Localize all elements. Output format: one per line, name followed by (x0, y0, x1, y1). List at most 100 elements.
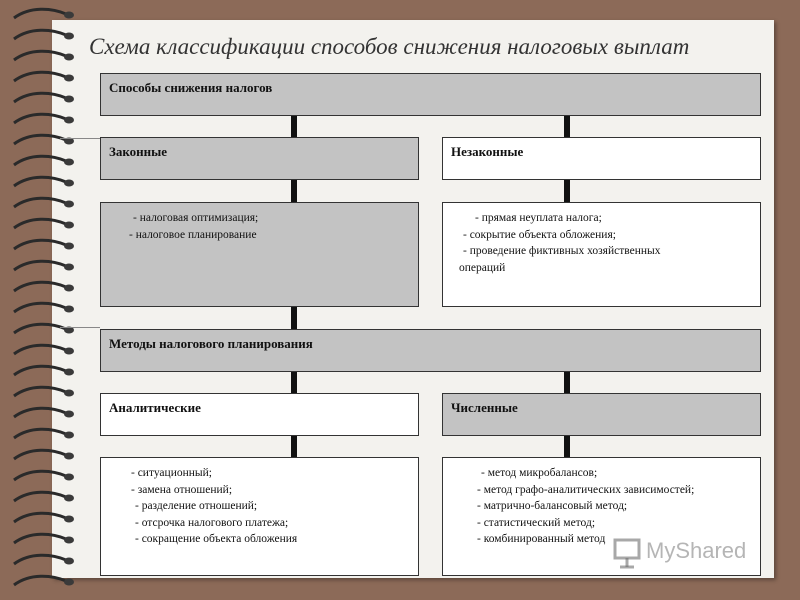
box-label: Способы снижения налогов (109, 80, 273, 95)
connector-methods-numeric (564, 372, 570, 393)
list-item: - комбинированный метод (477, 533, 606, 545)
spiral-ring (13, 112, 67, 125)
binding-hole (64, 326, 74, 334)
diagram-title: Схема классификации способов снижения на… (89, 34, 690, 59)
binding-hole (64, 200, 74, 208)
list-item: - сокращение объекта обложения (135, 533, 298, 545)
list-item: операций (459, 261, 506, 274)
spiral-ring (13, 217, 67, 230)
connector-illegal-list (564, 180, 570, 202)
list-item: - статистический метод; (477, 516, 596, 529)
box-analytic: Аналитические (100, 393, 419, 436)
spiral-ring (13, 385, 67, 398)
binding-hole (64, 116, 74, 124)
connector-analytic-list (291, 436, 297, 457)
binding-hole (64, 242, 74, 250)
binding-hole (64, 305, 74, 313)
binding-hole (64, 536, 74, 544)
box-label: Незаконные (451, 144, 524, 159)
spiral-ring (13, 553, 67, 566)
list-item: - ситуационный; (131, 467, 212, 479)
binding-hole (64, 74, 74, 82)
box-label: Аналитические (109, 400, 201, 415)
binding-hole (64, 410, 74, 418)
box-tax-reduction-methods: Способы снижения налогов (100, 73, 761, 116)
spiral-ring (13, 364, 67, 377)
binding-hole (64, 494, 74, 502)
binding-hole (64, 53, 74, 61)
spiral-ring (13, 448, 67, 461)
list-item: - метод микробалансов; (481, 467, 598, 479)
box-numeric: Численные (442, 393, 761, 436)
spiral-ring (13, 280, 67, 293)
binding-hole (64, 557, 74, 565)
box-illegal-list: - прямая неуплата налога; - сокрытие объ… (442, 202, 761, 307)
connector-top-legal (291, 116, 297, 137)
binding-hole (64, 515, 74, 523)
connector-methods-analytic (291, 372, 297, 393)
box-tax-planning-methods: Методы налогового планирования (100, 329, 761, 372)
binding-hole (64, 284, 74, 292)
spiral-ring (13, 343, 67, 356)
box-label: Методы налогового планирования (109, 336, 313, 351)
spiral-ring (13, 133, 67, 146)
spiral-ring (13, 175, 67, 188)
binding-hole (64, 473, 74, 481)
list-item: - матрично-балансовый метод; (477, 500, 628, 512)
binding-hole (64, 578, 74, 586)
list-item: - сокрытие объекта обложения; (463, 228, 616, 241)
binding-hole (64, 431, 74, 439)
box-label: Численные (451, 400, 518, 415)
spiral-ring (13, 70, 67, 83)
spiral-ring (13, 196, 67, 209)
spiral-ring (13, 91, 67, 104)
guide-line (60, 327, 100, 328)
list-item: - налоговая оптимизация; (133, 212, 259, 224)
binding-hole (64, 95, 74, 103)
spiral-binding-icon (13, 7, 74, 587)
binding-hole (64, 389, 74, 397)
spiral-ring (13, 469, 67, 482)
binding-hole (64, 32, 74, 40)
connector-top-illegal (564, 116, 570, 137)
teacher-board-icon (613, 538, 641, 569)
list-item: - метод графо-аналитических зависимостей… (477, 483, 695, 496)
binding-hole (64, 452, 74, 460)
binding-hole (64, 137, 74, 145)
watermark-text: MyShared (646, 538, 747, 563)
spiral-ring (13, 511, 67, 524)
spiral-ring (13, 7, 67, 20)
spiral-ring (13, 406, 67, 419)
spiral-ring (13, 532, 67, 545)
binding-hole (64, 368, 74, 376)
list-item: - налоговое планирование (129, 228, 257, 241)
binding-hole (64, 11, 74, 19)
connector-legal-methods (291, 307, 297, 329)
spiral-ring (13, 154, 67, 167)
spiral-ring (13, 490, 67, 503)
list-item: - отсрочка налогового платежа; (135, 516, 289, 529)
spiral-ring (13, 238, 67, 251)
box-illegal: Незаконные (442, 137, 761, 180)
box-label: Законные (109, 144, 168, 159)
list-item: - разделение отношений; (135, 500, 258, 512)
box-legal: Законные (100, 137, 419, 180)
spiral-ring (13, 259, 67, 272)
box-numeric-list: - метод микробалансов; - метод графо-ана… (442, 457, 761, 576)
binding-hole (64, 179, 74, 187)
spiral-ring (13, 322, 67, 335)
binding-hole (64, 263, 74, 271)
connector-numeric-list (564, 436, 570, 457)
connector-legal-list (291, 180, 297, 202)
spiral-ring (13, 427, 67, 440)
binding-hole (64, 158, 74, 166)
list-item: - замена отношений; (131, 483, 233, 496)
box-analytic-list: - ситуационный; - замена отношений; - ра… (100, 457, 419, 576)
spiral-ring (13, 301, 67, 314)
list-item: - проведение фиктивных хозяйственных (463, 245, 661, 257)
binding-hole (64, 347, 74, 355)
spiral-ring (13, 28, 67, 41)
guide-line (60, 138, 100, 139)
spiral-ring (13, 574, 67, 587)
binding-hole (64, 221, 74, 229)
